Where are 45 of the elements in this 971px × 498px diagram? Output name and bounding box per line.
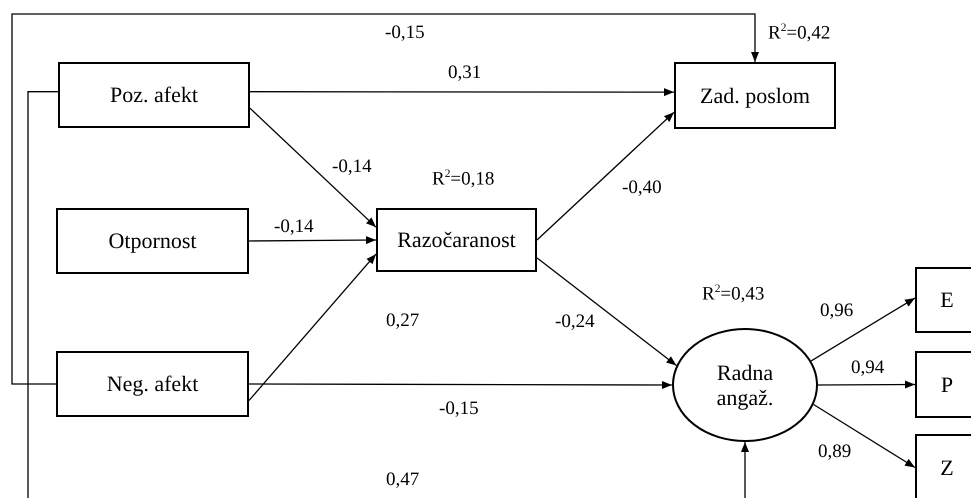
latent-variable-ellipse — [672, 328, 818, 442]
path-arrow — [249, 236, 376, 244]
variable-box — [56, 351, 249, 417]
path-coefficient: 0,47 — [386, 469, 420, 491]
path-coefficient: -0,14 — [332, 156, 372, 178]
path-coefficient: 0,31 — [448, 62, 482, 84]
variable-label: Z — [940, 454, 954, 480]
variable-label: Razočaranost — [397, 227, 516, 253]
path-arrow — [813, 404, 916, 468]
variable-box — [915, 351, 971, 418]
variable-label: Radna angaž. — [716, 360, 774, 410]
variable-label: Poz. afekt — [110, 82, 198, 108]
path-arrow — [250, 88, 674, 96]
variable-label: Otpornost — [108, 228, 196, 254]
variable-label: Neg. afekt — [106, 371, 198, 397]
variable-label: P — [940, 372, 954, 398]
path-coefficient: -0,14 — [274, 216, 314, 238]
variable-box — [674, 62, 836, 129]
path-coefficient: 0,94 — [851, 357, 884, 379]
path-coefficient: -0,24 — [555, 311, 595, 333]
path-coefficient: -0,15 — [439, 398, 479, 420]
variable-box — [376, 208, 537, 272]
path-coefficient: 0,96 — [820, 300, 854, 322]
variable-label: Zad. poslom — [700, 82, 810, 108]
path-arrow — [27, 91, 749, 498]
r-squared-label: R$^{2}$=0,18 — [432, 168, 494, 190]
path-coefficient: -0,15 — [385, 22, 425, 44]
variable-box — [58, 62, 250, 128]
path-arrow — [536, 257, 677, 366]
variable-box — [915, 434, 971, 498]
r-squared-label: R$^{2}$=0,43 — [702, 283, 764, 306]
variable-box — [915, 267, 971, 333]
path-coefficient: 0,89 — [818, 441, 852, 463]
path-coefficient: -0,40 — [622, 177, 662, 199]
path-coefficient: 0,27 — [386, 310, 420, 332]
path-arrow — [11, 13, 759, 385]
variable-label: E — [940, 287, 954, 313]
r-squared-label: R$^{2}$=0,42 — [768, 22, 830, 44]
path-arrow — [810, 297, 916, 362]
path-arrow — [250, 108, 376, 228]
variable-box — [56, 208, 249, 274]
path-arrow — [249, 380, 672, 389]
path-arrow — [818, 380, 915, 389]
path-arrow — [248, 254, 376, 401]
path-arrow — [536, 112, 674, 240]
